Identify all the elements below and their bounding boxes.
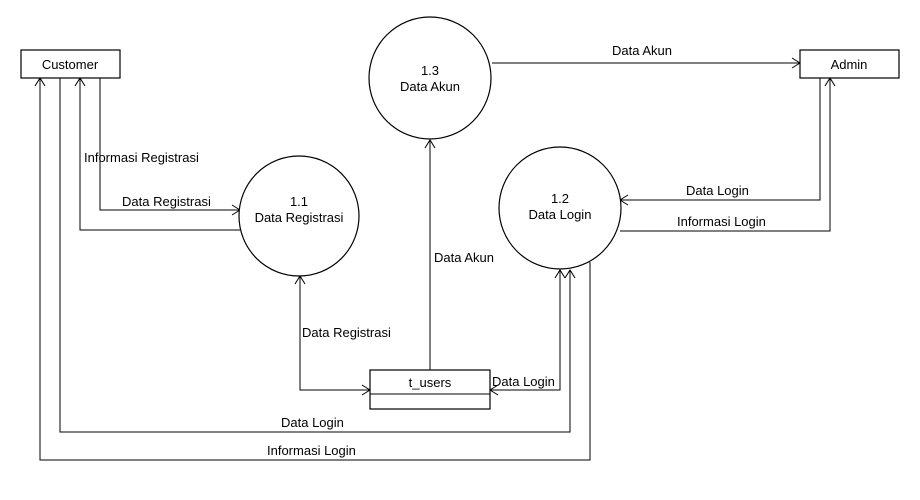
process-1-3-number: 1.3 — [421, 63, 439, 78]
process-1-2-name: Data Login — [529, 207, 592, 222]
arrowhead-up — [424, 139, 436, 149]
process-1-1-number: 1.1 — [290, 194, 308, 209]
entity-customer-box — [20, 49, 121, 79]
flow-label-data-login-customer: Data Login — [281, 415, 344, 430]
flow-label-data-akun-admin: Data Akun — [612, 43, 672, 58]
flow-store-data-registrasi — [299, 276, 370, 391]
process-1-1-name: Data Registrasi — [255, 210, 344, 225]
flow-label-informasi-registrasi: Informasi Registrasi — [84, 150, 199, 165]
flow-admin-data-login — [620, 78, 821, 201]
arrowhead-up — [564, 269, 576, 279]
flow-label-data-login-admin: Data Login — [686, 183, 749, 198]
process-1-3-name: Data Akun — [400, 79, 460, 94]
flow-store-data-login — [490, 270, 561, 391]
process-1-2-circle — [498, 146, 622, 270]
flow-label-data-registrasi-customer: Data Registrasi — [122, 194, 211, 209]
process-1-1-circle — [238, 155, 360, 277]
flow-customer-informasi-registrasi — [79, 78, 240, 231]
flow-label-informasi-login-customer: Informasi Login — [267, 443, 356, 458]
process-1-2-number: 1.2 — [551, 191, 569, 206]
flow-label-data-registrasi-store: Data Registrasi — [302, 325, 391, 340]
entity-customer-label: Customer — [42, 57, 99, 72]
entity-admin-box — [799, 49, 900, 79]
flow-login-informasi-customer — [39, 78, 591, 461]
process-1-3-circle — [368, 16, 492, 140]
flow-customer-data-registrasi — [99, 78, 240, 211]
flow-label-informasi-login-admin: Informasi Login — [677, 214, 766, 229]
flow-label-data-login-store: Data Login — [492, 374, 555, 389]
datastore-label: t_users — [409, 375, 452, 390]
flow-label-data-akun-store: Data Akun — [434, 250, 494, 265]
entity-admin-label: Admin — [831, 57, 868, 72]
arrowhead-up — [554, 269, 566, 279]
flow-customer-data-login — [59, 78, 571, 433]
flow-login-informasi-admin — [620, 78, 831, 232]
datastore-box — [369, 369, 491, 410]
